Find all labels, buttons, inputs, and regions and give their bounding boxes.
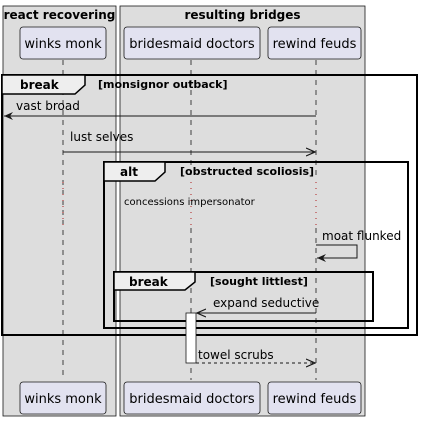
participant-bridesmaid-doctors-top[interactable]: bridesmaid doctors	[123, 26, 261, 60]
fragment-type-label: break	[129, 275, 169, 289]
participant-label: bridesmaid doctors	[129, 392, 255, 407]
fragment-alt: alt [obstructed scoliosis]	[103, 161, 409, 329]
activation-bar	[185, 312, 197, 364]
message-lust-selves: lust selves	[63, 130, 315, 152]
participant-label: bridesmaid doctors	[129, 37, 255, 52]
message-moat-flunked: moat flunked	[316, 229, 401, 262]
participant-label: rewind feuds	[273, 37, 357, 52]
fragment-inner-break: break [sought littlest]	[113, 271, 374, 322]
fragment-condition-label: [monsignor outback]	[98, 78, 228, 91]
message-expand-seductive: expand seductive	[197, 296, 319, 313]
fragment-condition-label: [obstructed scoliosis]	[180, 165, 314, 178]
participant-rewind-feuds-bottom[interactable]: rewind feuds	[267, 381, 362, 415]
fragment-condition-label: [sought littlest]	[210, 275, 308, 288]
participant-winks-monk-bottom[interactable]: winks monk	[19, 381, 107, 415]
fragment-type-label: alt	[120, 165, 138, 179]
participant-label: winks monk	[24, 37, 102, 52]
message-label: vast broad	[16, 99, 80, 113]
participant-bridesmaid-doctors-bottom[interactable]: bridesmaid doctors	[123, 381, 261, 415]
message-towel-scrubs: towel scrubs	[196, 348, 315, 363]
fragment-type-label: break	[20, 78, 60, 92]
participant-label: winks monk	[24, 392, 102, 407]
participant-rewind-feuds-top[interactable]: rewind feuds	[267, 26, 362, 60]
participant-label: rewind feuds	[273, 392, 357, 407]
box-react-recovering	[2, 5, 117, 417]
message-label: moat flunked	[322, 229, 401, 243]
fragment-outer-break: break [monsignor outback]	[1, 74, 418, 336]
participant-winks-monk-top[interactable]: winks monk	[19, 26, 107, 60]
box-title-react-recovering: react recovering	[4, 8, 116, 22]
message-label: towel scrubs	[198, 348, 274, 362]
message-label: lust selves	[70, 130, 133, 144]
message-vast-broad: vast broad	[4, 99, 316, 120]
message-label: expand seductive	[213, 296, 319, 310]
box-title-resulting-bridges: resulting bridges	[184, 8, 300, 22]
delay-label: concessions impersonator	[124, 197, 256, 208]
